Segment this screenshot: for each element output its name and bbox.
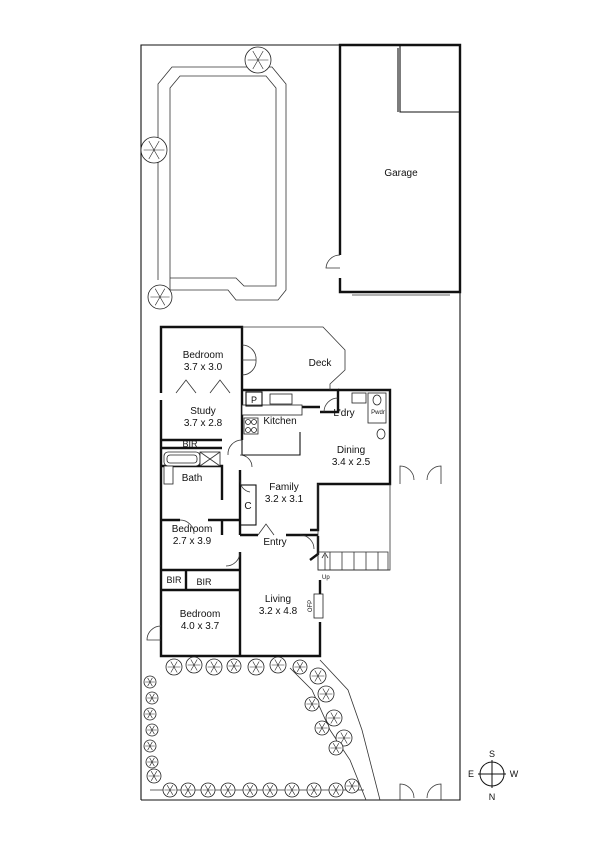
dining-size: 3.4 x 2.5 xyxy=(332,457,371,468)
compass-west: W xyxy=(510,769,519,779)
shrub xyxy=(147,284,173,310)
shrub xyxy=(220,782,236,798)
house-walls xyxy=(159,325,392,658)
dining-label: Dining xyxy=(337,445,365,456)
living-label: Living xyxy=(265,594,291,605)
shrub xyxy=(269,656,287,674)
shrub xyxy=(306,782,322,798)
compass-east: E xyxy=(468,769,474,779)
shrub xyxy=(145,723,159,737)
shrub xyxy=(205,658,223,676)
entry-stairs: Up xyxy=(317,551,389,581)
shrub xyxy=(325,709,343,727)
shrub xyxy=(314,720,330,736)
cupboard-label: C xyxy=(244,501,251,512)
shrub xyxy=(146,768,162,784)
shrub xyxy=(200,782,216,798)
shrub xyxy=(140,136,168,164)
deck-label: Deck xyxy=(309,358,333,369)
pantry-label: P xyxy=(251,395,257,405)
shrub xyxy=(317,685,335,703)
fireplace-label: OFP xyxy=(308,600,314,612)
garage: Garage xyxy=(325,43,462,296)
study-label: Study xyxy=(190,406,216,417)
shrub xyxy=(242,782,258,798)
entry-label: Entry xyxy=(263,537,286,548)
shrub xyxy=(165,658,183,676)
shrub xyxy=(328,782,344,798)
rear-yard-path xyxy=(157,66,287,301)
shrub xyxy=(143,675,157,689)
compass-south: S xyxy=(489,749,495,759)
stairs-up-label: Up xyxy=(322,575,330,581)
family-size: 3.2 x 3.1 xyxy=(265,494,304,505)
shrub xyxy=(309,667,327,685)
bedroom-mid-label: Bedroom xyxy=(172,524,213,535)
kitchen-label: Kitchen xyxy=(263,416,296,427)
laundry-label: L'dry xyxy=(333,408,354,419)
doors xyxy=(146,344,442,800)
study-size: 3.7 x 2.8 xyxy=(184,418,223,429)
garage-label: Garage xyxy=(384,168,418,179)
living-size: 3.2 x 4.8 xyxy=(259,606,298,617)
bath-label: Bath xyxy=(182,473,203,484)
shrub xyxy=(304,696,320,712)
bedroom-front-size: 4.0 x 3.7 xyxy=(181,621,220,632)
bir-right-label: BIR xyxy=(196,577,212,587)
compass-north: N xyxy=(489,792,496,802)
family-label: Family xyxy=(269,482,298,493)
bir-left-label: BIR xyxy=(166,575,182,585)
bedroom-rear-size: 3.7 x 3.0 xyxy=(184,362,223,373)
shrub xyxy=(143,707,157,721)
shrubs xyxy=(140,46,360,798)
shrub xyxy=(180,782,196,798)
bedroom-rear-label: Bedroom xyxy=(183,350,224,361)
shrub xyxy=(284,782,300,798)
powder-label: Pwdr xyxy=(371,410,385,416)
shrub xyxy=(292,659,308,675)
shrub xyxy=(344,778,360,794)
shrub xyxy=(143,739,157,753)
shrub xyxy=(244,46,272,74)
shrub xyxy=(145,755,159,769)
shrub xyxy=(145,691,159,705)
shrub xyxy=(328,740,344,756)
shrub xyxy=(247,658,265,676)
bedroom-mid-size: 2.7 x 3.9 xyxy=(173,536,212,547)
bir-study-label: BIR xyxy=(182,439,198,449)
bedroom-front-label: Bedroom xyxy=(180,609,221,620)
shrub xyxy=(226,658,242,674)
shrub xyxy=(262,782,278,798)
room-labels: Deck Bedroom 3.7 x 3.0 Study 3.7 x 2.8 K… xyxy=(166,350,384,632)
compass: S N E W xyxy=(468,749,519,802)
shrub xyxy=(185,656,203,674)
shrub xyxy=(162,782,178,798)
